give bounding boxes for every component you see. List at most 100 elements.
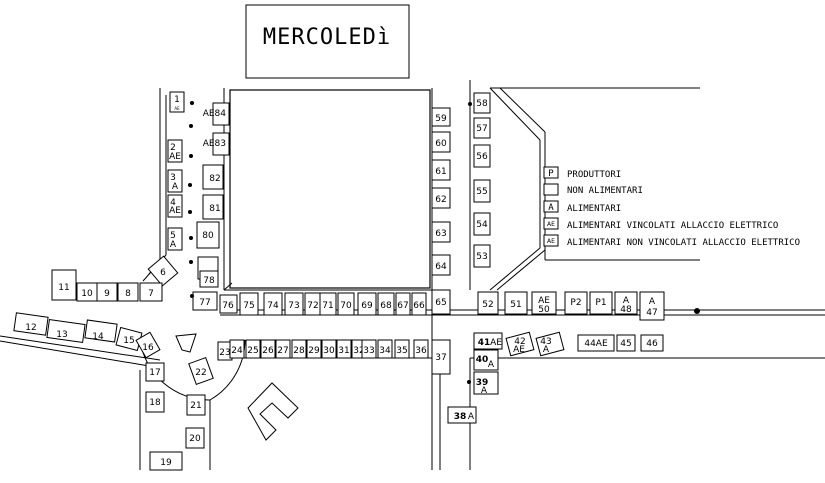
svg-text:76: 76 xyxy=(222,301,234,311)
svg-text:3: 3 xyxy=(170,173,176,183)
central-square xyxy=(223,88,433,291)
svg-text:25: 25 xyxy=(247,346,258,356)
svg-text:74: 74 xyxy=(267,301,279,311)
svg-text:31: 31 xyxy=(338,346,349,356)
svg-text:AE: AE xyxy=(174,106,180,111)
svg-text:14: 14 xyxy=(92,332,104,342)
svg-text:A: A xyxy=(488,360,495,370)
svg-text:30: 30 xyxy=(323,346,335,356)
svg-text:A: A xyxy=(649,297,656,307)
svg-text:48: 48 xyxy=(620,305,632,315)
svg-text:5: 5 xyxy=(170,231,176,241)
svg-text:64: 64 xyxy=(435,262,447,272)
legend: P PRODUTTORI NON ALIMENTARI A ALIMENTARI… xyxy=(543,166,800,248)
svg-text:33: 33 xyxy=(363,346,374,356)
svg-text:52: 52 xyxy=(482,300,493,310)
svg-text:AE83: AE83 xyxy=(203,139,226,149)
svg-text:22: 22 xyxy=(195,368,206,378)
svg-text:27: 27 xyxy=(277,346,288,356)
svg-text:40: 40 xyxy=(476,355,489,365)
svg-text:9: 9 xyxy=(104,289,110,299)
stall-group-square-west: AE84 AE83 82 81 80 79 78 77 76 xyxy=(192,102,238,314)
svg-text:72: 72 xyxy=(307,301,318,311)
svg-text:12: 12 xyxy=(25,323,36,333)
svg-text:69: 69 xyxy=(361,301,373,311)
svg-text:65: 65 xyxy=(435,298,446,308)
svg-text:81: 81 xyxy=(209,204,220,214)
svg-text:21: 21 xyxy=(190,401,201,411)
svg-text:35: 35 xyxy=(396,346,407,356)
svg-text:1: 1 xyxy=(174,95,180,105)
svg-text:77: 77 xyxy=(199,298,210,308)
svg-text:54: 54 xyxy=(476,220,488,230)
legend-label-non-alimentari: NON ALIMENTARI xyxy=(567,186,643,196)
legend-symbol-ae-non-vincolati: AE xyxy=(547,238,555,245)
svg-text:15: 15 xyxy=(123,336,134,346)
svg-text:32: 32 xyxy=(353,346,364,356)
svg-text:62: 62 xyxy=(435,195,446,205)
svg-text:10: 10 xyxy=(81,289,93,299)
legend-symbol-a: A xyxy=(548,203,554,213)
svg-text:19: 19 xyxy=(160,458,172,468)
svg-text:6: 6 xyxy=(160,268,166,278)
svg-text:20: 20 xyxy=(189,434,201,444)
svg-text:AE: AE xyxy=(513,345,525,355)
svg-text:29: 29 xyxy=(308,346,320,356)
svg-text:17: 17 xyxy=(149,368,160,378)
svg-text:45: 45 xyxy=(620,339,631,349)
svg-text:75: 75 xyxy=(243,301,254,311)
svg-text:A: A xyxy=(481,386,488,396)
legend-symbol-ae-vincolati: AE xyxy=(547,221,555,228)
svg-text:23: 23 xyxy=(219,348,230,358)
stall-group-lower-row: 23 24 25 26 27 28 29 30 31 32 33 34 35 3… xyxy=(217,339,429,361)
stall-group-square-east: 59 60 61 62 63 64 xyxy=(431,107,451,276)
svg-text:18: 18 xyxy=(149,398,161,408)
svg-text:56: 56 xyxy=(476,152,488,162)
svg-text:51: 51 xyxy=(510,300,521,310)
svg-text:AE: AE xyxy=(538,296,550,306)
legend-label-produttori: PRODUTTORI xyxy=(567,170,621,180)
svg-text:13: 13 xyxy=(56,330,67,340)
svg-text:4: 4 xyxy=(170,198,176,208)
svg-text:34: 34 xyxy=(379,346,391,356)
svg-text:66: 66 xyxy=(413,301,425,311)
legend-label-alimentari: ALIMENTARI xyxy=(567,204,621,214)
svg-text:A: A xyxy=(468,412,475,422)
svg-text:44AE: 44AE xyxy=(584,339,608,349)
svg-text:36: 36 xyxy=(415,346,427,356)
map-title: MERCOLEDì xyxy=(263,25,391,50)
svg-text:57: 57 xyxy=(476,124,487,134)
svg-text:8: 8 xyxy=(125,289,131,299)
svg-text:A: A xyxy=(170,240,177,250)
svg-text:71: 71 xyxy=(322,301,333,311)
legend-symbol-p: P xyxy=(548,169,554,179)
svg-text:A: A xyxy=(623,296,630,306)
legend-label-vincolati: ALIMENTARI VINCOLATI ALLACCIO ELETTRICO xyxy=(567,221,778,231)
svg-text:28: 28 xyxy=(293,346,305,356)
stall-group-left-column: 1AE 2AE 3A 4AE 5A 6 7 8 9 10 11 12 13 14… xyxy=(13,91,214,471)
svg-text:73: 73 xyxy=(288,301,299,311)
small-parcel xyxy=(175,333,197,353)
svg-text:11: 11 xyxy=(58,283,69,293)
svg-text:68: 68 xyxy=(380,301,392,311)
svg-text:39: 39 xyxy=(476,378,489,388)
svg-text:67: 67 xyxy=(397,301,408,311)
svg-text:AE: AE xyxy=(490,338,502,348)
svg-text:60: 60 xyxy=(435,139,447,149)
svg-text:53: 53 xyxy=(476,252,487,262)
svg-text:43: 43 xyxy=(540,337,551,347)
svg-text:24: 24 xyxy=(231,346,243,356)
svg-text:47: 47 xyxy=(646,308,657,318)
svg-text:55: 55 xyxy=(476,187,487,197)
building-outline xyxy=(247,382,299,441)
svg-text:26: 26 xyxy=(262,346,274,356)
streets xyxy=(0,80,825,470)
svg-text:70: 70 xyxy=(340,301,352,311)
svg-text:2: 2 xyxy=(170,143,176,153)
svg-text:AE: AE xyxy=(169,206,181,216)
svg-text:16: 16 xyxy=(142,343,154,353)
svg-text:P1: P1 xyxy=(595,298,606,308)
svg-text:37: 37 xyxy=(435,353,446,363)
